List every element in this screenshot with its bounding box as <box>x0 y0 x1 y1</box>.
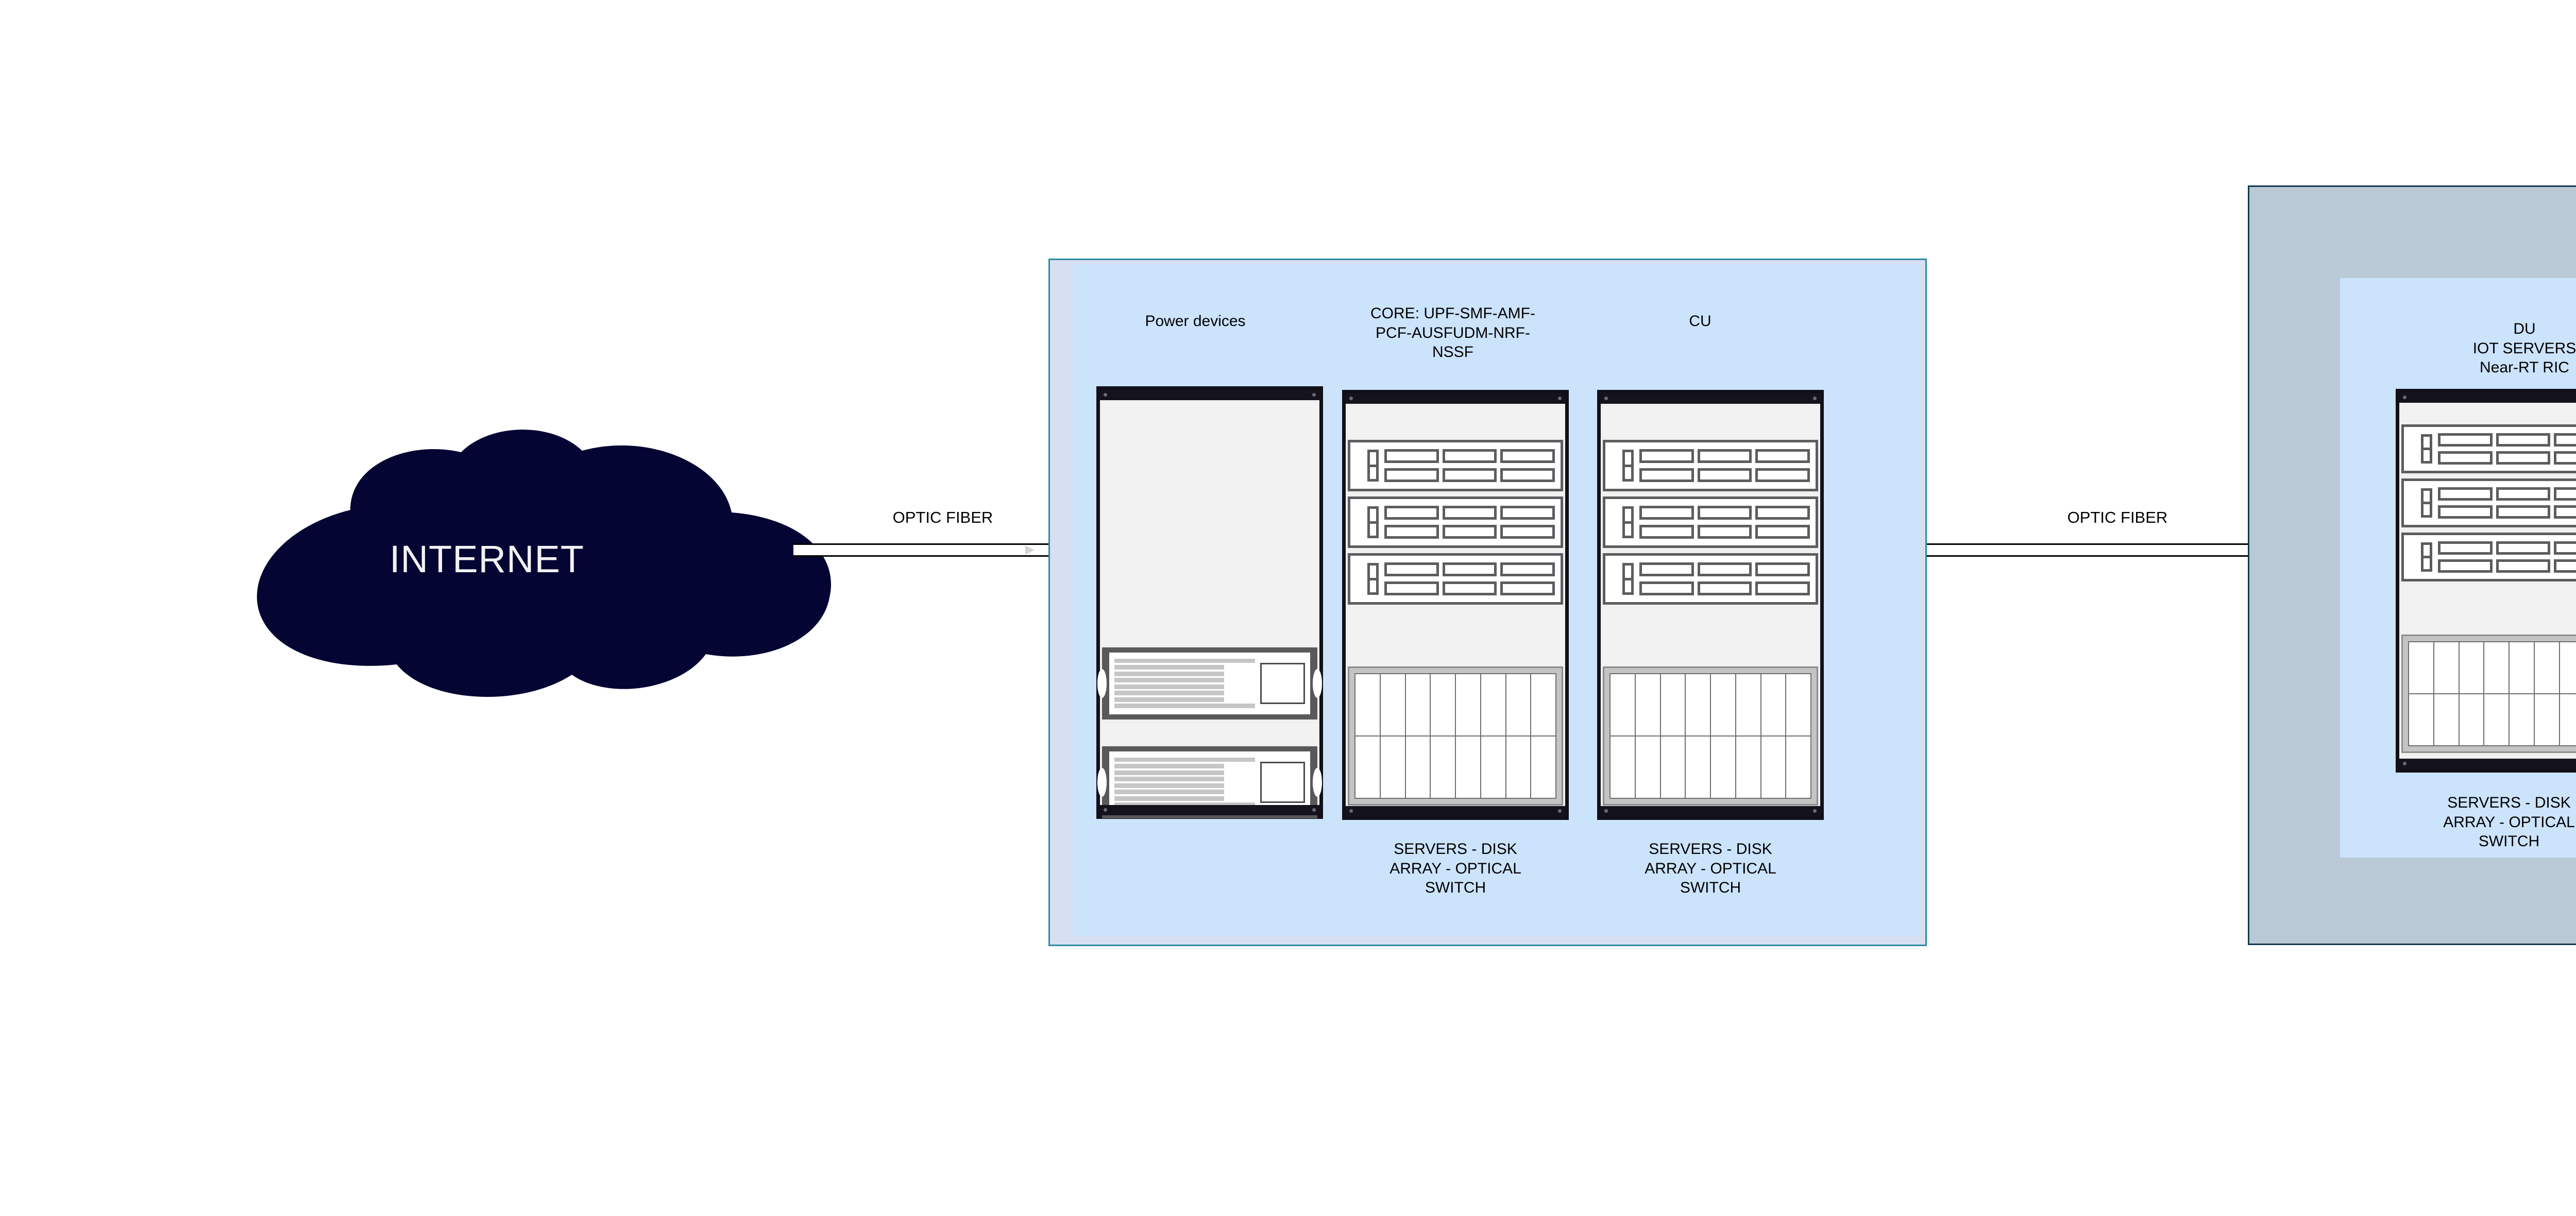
cloud-icon <box>257 430 832 697</box>
server-unit[interactable] <box>1348 553 1563 605</box>
rack-blank-panel <box>2401 405 2576 422</box>
rack-blank-panel <box>1348 608 1563 664</box>
power-unit-1[interactable] <box>1097 647 1322 720</box>
rack-power-devices[interactable] <box>1096 386 1323 819</box>
rack-bottom-panel <box>2401 756 2576 757</box>
rack-core-network[interactable] <box>1342 390 1569 820</box>
rack-top-cap <box>2399 392 2576 403</box>
cu-rack-caption: SERVERS - DISK ARRAY - OPTICAL SWITCH <box>1645 841 1776 896</box>
server-unit[interactable] <box>1603 440 1818 491</box>
disk-array-unit[interactable] <box>1603 666 1818 806</box>
rack-blank-panel <box>1102 402 1317 644</box>
optic-fiber-label-1: OPTIC FIBER <box>892 508 993 526</box>
internet-label: INTERNET <box>389 538 584 580</box>
rack-bottom-cap <box>1100 805 1319 815</box>
rack-bottom-cap <box>1601 806 1820 816</box>
server-unit[interactable] <box>1603 553 1818 605</box>
server-unit[interactable] <box>2401 533 2576 581</box>
fiber-arrow-1 <box>1025 545 1035 555</box>
rack-top-cap <box>1346 393 1565 404</box>
core-rack-title-power: Power devices <box>1145 313 1246 330</box>
rack-top-cap <box>1100 390 1319 400</box>
rack-blank-panel <box>1348 406 1563 437</box>
server-unit[interactable] <box>2401 478 2576 527</box>
disk-array-unit[interactable] <box>2401 635 2576 753</box>
rack-cu[interactable] <box>1597 390 1824 820</box>
core-rack-title-core: CORE: UPF-SMF-AMF- PCF-AUSFUDM-NRF- NSSF <box>1370 305 1535 361</box>
rack-bottom-cap <box>1346 806 1565 816</box>
rack-blank-panel <box>1603 406 1818 437</box>
optic-fiber-label-2: OPTIC FIBER <box>2067 508 2168 526</box>
rack-top-cap <box>1601 393 1820 404</box>
rack-du[interactable] <box>2396 389 2576 773</box>
rack-bottom-cap <box>2399 759 2576 769</box>
disk-array-unit[interactable] <box>1348 666 1563 806</box>
du-rack-title: DU IOT SERVERS Near-RT RIC <box>2472 320 2576 376</box>
rack-gap-panel <box>1102 723 1317 743</box>
core-rack-title-cu: CU <box>1689 313 1711 330</box>
rack-blank-panel <box>2401 584 2576 633</box>
core-rack-caption: SERVERS - DISK ARRAY - OPTICAL SWITCH <box>1389 841 1521 896</box>
internet-cloud <box>129 427 845 716</box>
server-unit[interactable] <box>1348 440 1563 491</box>
server-unit[interactable] <box>1348 496 1563 548</box>
du-rack-caption: SERVERS - DISK ARRAY - OPTICAL SWITCH <box>2443 794 2575 850</box>
rack-blank-panel <box>1603 608 1818 664</box>
server-unit[interactable] <box>1603 496 1818 548</box>
server-unit[interactable] <box>2401 424 2576 473</box>
